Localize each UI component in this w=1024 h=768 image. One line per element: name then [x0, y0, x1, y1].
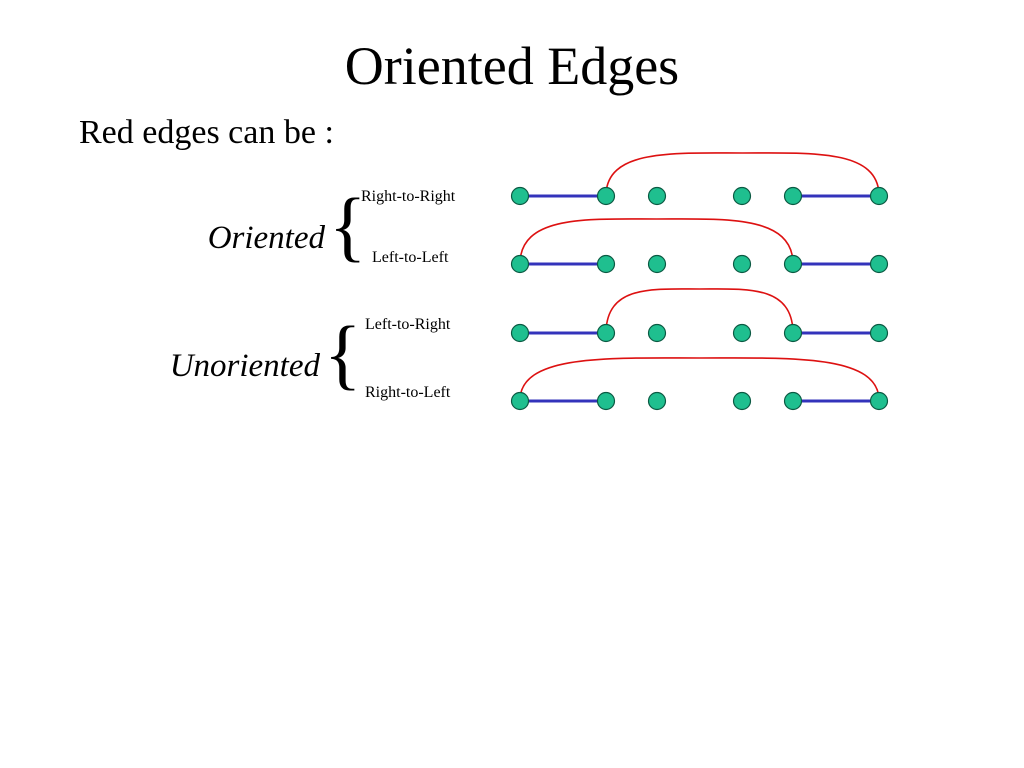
row-label-left-to-left: Left-to-Left — [372, 249, 449, 266]
group-label-unoriented: Unoriented — [169, 348, 320, 384]
node-row-3-4 — [783, 391, 803, 411]
red-edge-row-1 — [519, 218, 794, 263]
node-row-1-3 — [732, 254, 752, 274]
node-row-1-4 — [783, 254, 803, 274]
node-row-0-5 — [869, 186, 889, 206]
slide-subtitle: Red edges can be : — [79, 114, 334, 151]
node-row-2-4 — [783, 323, 803, 343]
red-edge-row-2 — [605, 288, 794, 332]
node-row-1-1 — [596, 254, 616, 274]
row-label-right-to-right: Right-to-Right — [361, 188, 456, 205]
node-row-0-1 — [596, 186, 616, 206]
brace-oriented: { — [329, 182, 367, 269]
node-row-3-1 — [596, 391, 616, 411]
node-row-2-1 — [596, 323, 616, 343]
node-row-3-2 — [647, 391, 667, 411]
red-edge-row-3 — [519, 357, 880, 400]
row-label-right-to-left: Right-to-Left — [365, 384, 451, 401]
node-row-1-5 — [869, 254, 889, 274]
node-row-2-3 — [732, 323, 752, 343]
node-row-3-5 — [869, 391, 889, 411]
node-row-0-0 — [510, 186, 530, 206]
slide-title: Oriented Edges — [344, 36, 680, 96]
node-row-0-4 — [783, 186, 803, 206]
group-label-oriented: Oriented — [207, 220, 325, 256]
node-row-3-0 — [510, 391, 530, 411]
row-label-left-to-right: Left-to-Right — [365, 316, 451, 333]
node-row-2-2 — [647, 323, 667, 343]
node-row-2-5 — [869, 323, 889, 343]
node-row-1-2 — [647, 254, 667, 274]
node-row-0-3 — [732, 186, 752, 206]
node-row-1-0 — [510, 254, 530, 274]
red-edge-row-0 — [605, 152, 880, 195]
node-row-2-0 — [510, 323, 530, 343]
brace-unoriented: { — [324, 310, 362, 397]
node-row-3-3 — [732, 391, 752, 411]
node-row-0-2 — [647, 186, 667, 206]
